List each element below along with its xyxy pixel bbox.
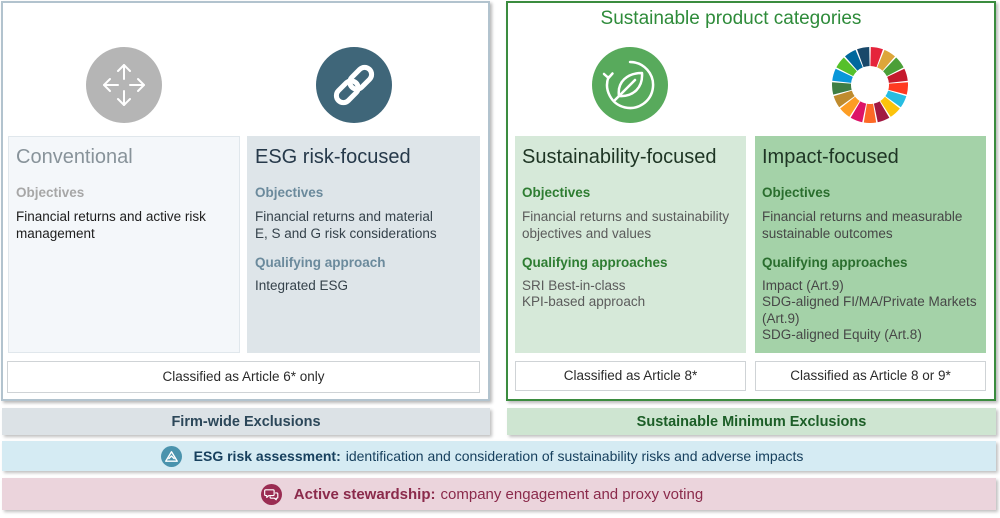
panel-title: Conventional (16, 146, 133, 168)
firm-wide-exclusions-bar: Firm-wide Exclusions (2, 408, 490, 435)
approaches-label: Qualifying approaches (762, 255, 908, 270)
chat-icon (260, 483, 282, 505)
sdg-wheel-icon (832, 47, 908, 123)
firm-wide-exclusions-label: Firm-wide Exclusions (171, 413, 321, 430)
sustainability-focused-panel: Sustainability-focused Objectives Financ… (515, 136, 746, 353)
esg-risk-assessment-label: ESG risk assessment: (193, 448, 341, 464)
sustainable-minimum-exclusions-label: Sustainable Minimum Exclusions (636, 413, 867, 430)
sdg-wheel-segment (844, 49, 863, 71)
sdg-wheel-segment (836, 57, 857, 77)
panel-title: Sustainability-focused (522, 146, 717, 168)
objectives-label: Objectives (16, 185, 85, 200)
objectives-text: Financial returns and sustainability obj… (522, 209, 730, 241)
risk-assessment-icon (160, 445, 182, 467)
panel-title: ESG risk-focused (255, 146, 411, 168)
esg-risk-assessment-bar: ESG risk assessment: identification and … (2, 441, 996, 471)
sdg-wheel-segment (880, 96, 900, 117)
sdg-wheel-segment (832, 82, 852, 95)
esg-risk-focused-panel: ESG risk-focused Objectives Financial re… (247, 136, 480, 353)
objectives-label: Objectives (762, 185, 831, 200)
objectives-text: Financial returns and measurable sustain… (762, 209, 963, 241)
approaches-list: Integrated ESG (255, 278, 348, 294)
article-6-classification: Classified as Article 6* only (7, 361, 480, 393)
approach-item: SDG-aligned FI/MA/Private Markets (Art.9… (762, 294, 977, 326)
approach-item: SDG-aligned Equity (Art.8) (762, 326, 922, 342)
approach-item: KPI-based approach (522, 294, 646, 310)
esg-risk-assessment-text: identification and consideration of sust… (345, 448, 804, 464)
sdg-wheel-segment (877, 49, 896, 71)
sdg-wheel-segment (883, 57, 904, 77)
sdg-wheel-segment (833, 90, 855, 108)
sdg-wheel-segment (888, 82, 908, 95)
objectives-text: Financial returns and material E, S and … (255, 209, 437, 241)
active-stewardship-label: Active stewardship: (293, 485, 436, 503)
objectives-label: Objectives (522, 185, 591, 200)
sdg-wheel-segment (870, 47, 883, 68)
sustainable-minimum-exclusions-bar: Sustainable Minimum Exclusions (507, 408, 996, 435)
impact-focused-panel: Impact-focused Objectives Financial retu… (755, 136, 986, 353)
conventional-panel: Conventional Objectives Financial return… (8, 136, 240, 353)
leaf-icon (592, 47, 668, 123)
active-stewardship-bar: Active stewardship: company engagement a… (2, 478, 996, 510)
panel-title: Impact-focused (762, 146, 899, 168)
sdg-wheel-segment (832, 68, 853, 83)
sdg-wheel-segment (850, 101, 867, 123)
sdg-wheel-segment (887, 68, 908, 83)
arrows-icon (86, 47, 162, 123)
approach-item: SRI Best-in-class (522, 278, 626, 293)
objectives-text: Financial returns and active risk manage… (16, 209, 206, 241)
article-8-or-9-classification: Classified as Article 8 or 9* (755, 361, 986, 391)
approaches-label: Qualifying approach (255, 255, 386, 270)
approaches-list: SRI Best-in-class KPI-based approach (522, 278, 645, 311)
approaches-list: Impact (Art.9) SDG-aligned FI/MA/Private… (762, 278, 984, 343)
sdg-wheel-segment (863, 103, 877, 123)
approach-item: Integrated ESG (255, 278, 349, 293)
approaches-label: Qualifying approaches (522, 255, 668, 270)
objectives-label: Objectives (255, 185, 324, 200)
article-8-classification: Classified as Article 8* (515, 361, 746, 391)
approach-item: Impact (Art.9) (762, 278, 844, 293)
sdg-wheel-segment (885, 90, 907, 108)
sustainable-categories-title: Sustainable product categories (600, 8, 862, 29)
sdg-wheel-segment (873, 101, 890, 123)
active-stewardship-text: company engagement and proxy voting (440, 485, 704, 503)
sdg-wheel-segment (857, 47, 870, 68)
link-icon (316, 47, 392, 123)
sdg-wheel-segment (840, 96, 860, 117)
